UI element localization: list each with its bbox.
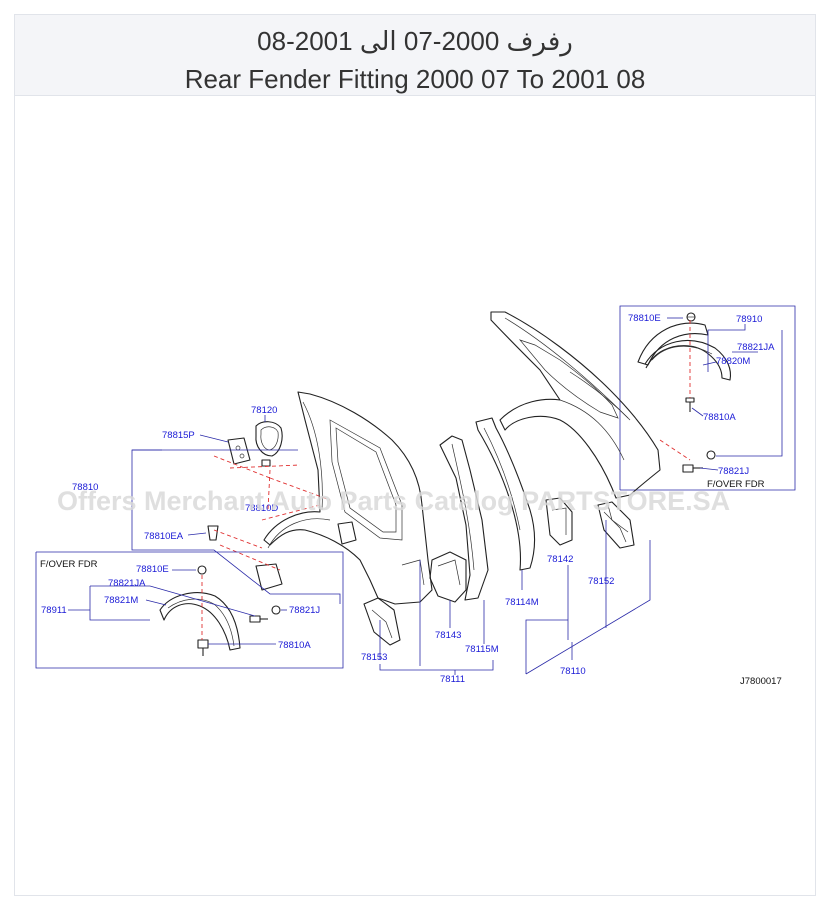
diagram-frame: رفرف 2000-07 الى 2001-08 Rear Fender Fit…: [14, 14, 816, 896]
fuel-lid-78120: [255, 415, 283, 457]
label-78142: 78142: [547, 554, 573, 565]
pillar-78115m: [439, 435, 489, 601]
label-78810E-left: 78810E: [136, 564, 169, 575]
label-78110: 78110: [560, 666, 586, 677]
label-78115M: 78115M: [465, 644, 499, 655]
bracket-78142: [545, 497, 573, 546]
left-callout: F/OVER FDR 78810E 78821JA 78821M 78911 7…: [35, 551, 344, 669]
label-78152: 78152: [588, 576, 614, 587]
label-78153: 78153: [361, 652, 387, 663]
panel-78143: [429, 551, 467, 603]
label-78111: 78111: [440, 674, 465, 685]
watermark: Offers Merchant Auto Parts Catalog PARTS…: [57, 486, 730, 516]
page-header: رفرف 2000-07 الى 2001-08 Rear Fender Fit…: [15, 15, 815, 96]
label-78821J-left: 78821J: [289, 605, 320, 616]
label-78114M: 78114M: [505, 597, 539, 608]
group-78810-bracket: [131, 449, 341, 604]
label-78810A-left: 78810A: [278, 640, 311, 651]
label-78911: 78911: [41, 605, 67, 616]
clip-78810ea: [187, 525, 219, 541]
label-fover-fdr-top: F/OVER FDR: [707, 479, 765, 490]
diagram-code: J7800017: [740, 676, 782, 687]
fender-labels: 78120 78815P 78810 78810D 78810EA: [72, 405, 278, 542]
label-78810E-top: 78810E: [628, 313, 661, 324]
rear-outer-panel: [490, 311, 661, 499]
rear-fender-78810: [263, 391, 433, 605]
bracket-78152: [597, 501, 635, 549]
title-arabic: رفرف 2000-07 الى 2001-08: [257, 26, 573, 56]
label-78821JA-left: 78821JA: [108, 578, 146, 589]
inner-pillar-78114m: [475, 417, 536, 571]
top-right-callout: 78810E 78910 78821JA 78820M 78810A 78821…: [619, 305, 796, 491]
filler-door-78810d: [255, 563, 283, 591]
label-78910: 78910: [736, 314, 762, 325]
label-78810EA: 78810EA: [144, 531, 184, 542]
label-78821M: 78821M: [104, 595, 138, 606]
label-78120: 78120: [251, 405, 277, 416]
label-fover-fdr-left: F/OVER FDR: [40, 559, 98, 570]
label-78821JA-top: 78821JA: [737, 342, 775, 353]
label-78810D: 78810D: [245, 503, 278, 514]
panel-78153: [363, 597, 401, 646]
fender-dash-lines: [213, 455, 331, 571]
label-78143: 78143: [435, 630, 461, 641]
label-78815P: 78815P: [162, 430, 195, 441]
label-78810: 78810: [72, 482, 98, 493]
title-english: Rear Fender Fitting 2000 07 To 2001 08: [184, 64, 646, 94]
label-78810A-top: 78810A: [703, 412, 736, 423]
bottom-leaders: 78153 78143 78115M 78111 78114M 78142 78…: [361, 520, 651, 685]
label-78820M: 78820M: [716, 356, 750, 367]
label-78821J-top: 78821J: [718, 466, 749, 477]
bracket-78815p: [199, 434, 271, 467]
